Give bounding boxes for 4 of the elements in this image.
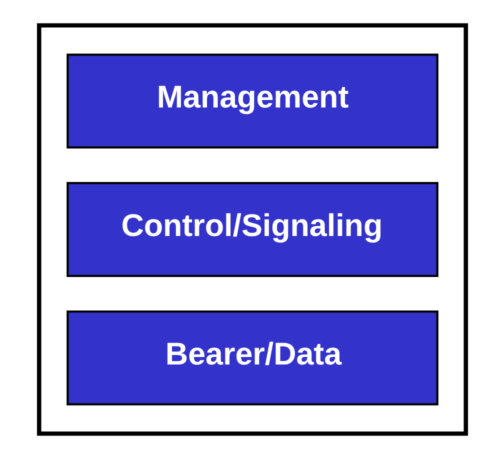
- node-box: Bearer/Data: [66, 310, 438, 406]
- node-box: Control/Signaling: [66, 182, 438, 277]
- cluster: [36, 23, 468, 436]
- node-box: Management: [66, 54, 438, 148]
